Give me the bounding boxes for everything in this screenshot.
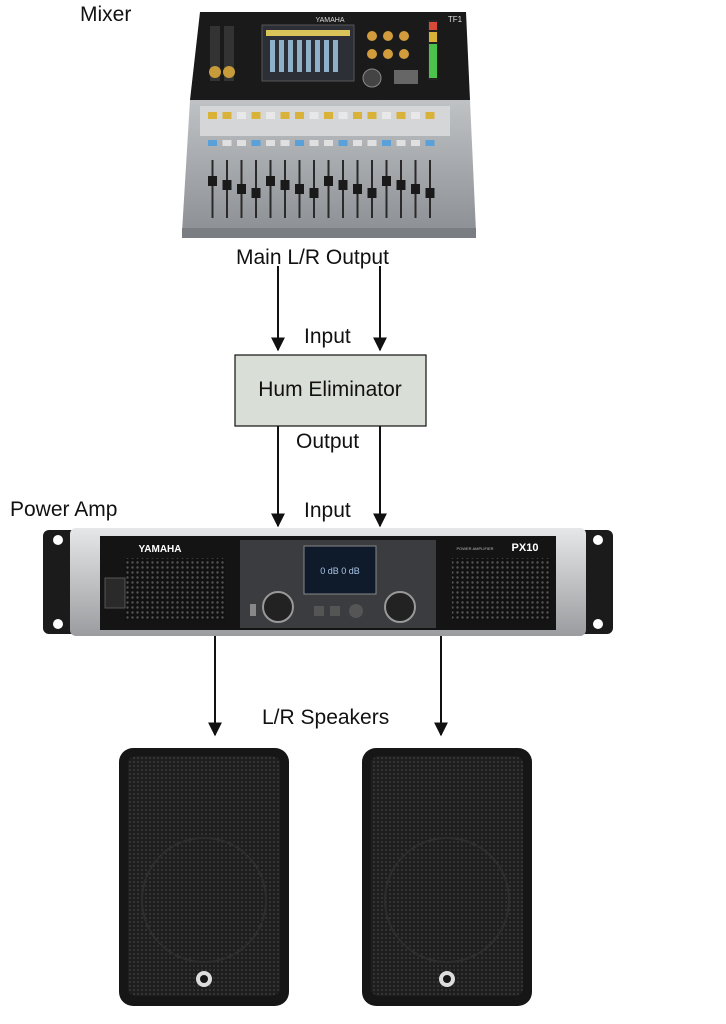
mixer-channel-keys — [208, 112, 435, 146]
power-amplifier: 0 dB 0 dB YAMAHA PX10 POWER AMPLIFIER — [43, 528, 613, 636]
mixer-label: Mixer — [80, 3, 132, 26]
left-speaker — [119, 748, 289, 1006]
hum-eliminator-label: Hum Eliminator — [258, 378, 402, 401]
power-amp-label: Power Amp — [10, 498, 118, 521]
mixer-console: YAMAHA TF1 — [182, 12, 476, 238]
mixer-model: TF1 — [448, 15, 463, 24]
right-speaker — [362, 748, 532, 1006]
amp-brand: YAMAHA — [139, 544, 182, 555]
hum-eliminator-box — [234, 354, 427, 427]
hum-output-label: Output — [296, 430, 360, 453]
mixer-faders — [208, 160, 435, 218]
amp-input-label: Input — [304, 499, 351, 522]
mixer-brand: YAMAHA — [315, 17, 344, 24]
amp-model: PX10 — [512, 542, 539, 554]
amp-subtitle: POWER AMPLIFIER — [456, 546, 493, 551]
speakers-label: L/R Speakers — [262, 706, 390, 729]
hum-input-label: Input — [304, 325, 351, 348]
svg-text:0 dB 0 dB: 0 dB 0 dB — [320, 566, 360, 576]
main-output-label: Main L/R Output — [236, 246, 389, 269]
